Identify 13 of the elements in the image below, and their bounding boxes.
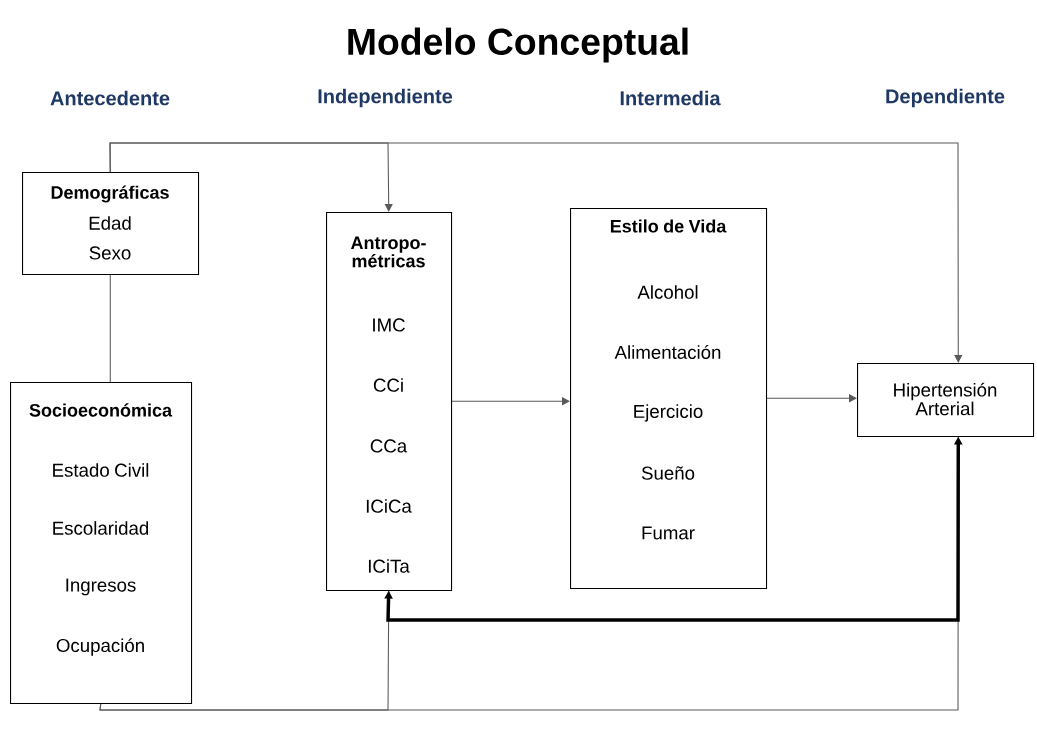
column-heading: Dependiente: [886, 88, 1005, 108]
variable-box: Demográficas Edad Sexo: [22, 172, 200, 276]
arrow: [766, 394, 857, 403]
column-heading: Antecedente: [50, 90, 170, 106]
arrow: [451, 397, 570, 406]
variable-box: Antropo- métricas IMC CCi CCa ICiCa ICiTa: [326, 212, 453, 592]
title: Modelo Conceptual: [348, 27, 688, 63]
arrow: [109, 142, 963, 363]
variable-box: Estilo de Vida Alcohol Alimentación Ejercicio Sueño Fumar: [570, 208, 768, 590]
variable-box: Hipertensión Arterial: [857, 363, 1035, 438]
column-heading: Independiente: [318, 88, 453, 108]
column-heading: Intermedia: [620, 90, 721, 106]
variable-box: Socioeconómica Estado Civil Escolaridad Ingresos Ocupación: [10, 382, 193, 705]
